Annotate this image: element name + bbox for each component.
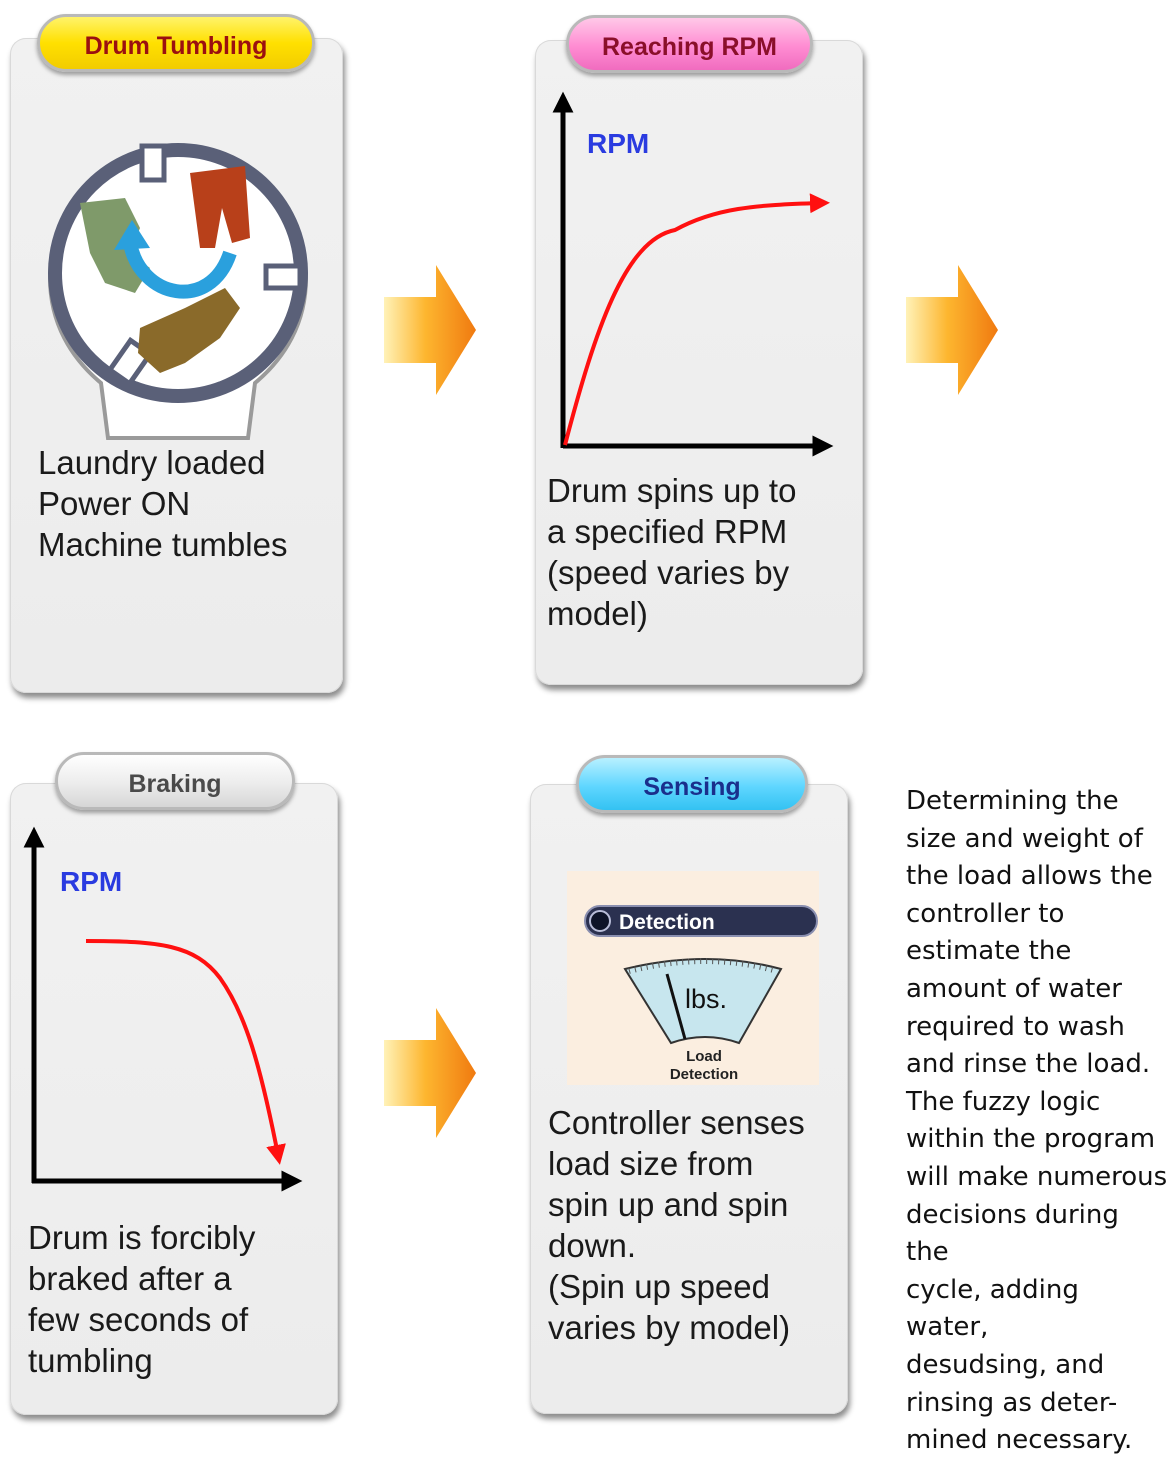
step-title-reaching-rpm: Reaching RPM: [566, 15, 813, 73]
rpm-braking-chart: [23, 826, 303, 1192]
detection-header: Detection: [619, 911, 715, 934]
rpm-axis-label: RPM: [587, 128, 650, 159]
rpm-rise-chart: [552, 91, 834, 457]
gauge-unit: lbs.: [685, 984, 727, 1014]
step-title-drum-tumbling: Drum Tumbling: [37, 14, 315, 72]
step-description: Drum spins up to a specified RPM (speed …: [547, 472, 797, 632]
flow-arrow-icon: [384, 265, 476, 395]
drum-icon: [47, 143, 309, 440]
side-note: Determining the size and weight of the l…: [906, 786, 1168, 1456]
detection-gauge-icon: Detection lbs. Load Detection: [567, 871, 819, 1085]
step-card-reaching-rpm: RPM Drum spins up to a specified RPM (sp…: [535, 40, 863, 685]
gauge-caption-detection: Detection: [670, 1066, 738, 1083]
step-description: Controller senses load size from spin up…: [548, 1104, 805, 1346]
rpm-rise-curve: [563, 193, 830, 446]
step-card-braking: RPM Drum is forcibly braked after a few …: [10, 783, 338, 1415]
step-card-sensing: Detection lbs. Load Detection Controller…: [530, 784, 848, 1414]
rpm-axis-label: RPM: [60, 866, 123, 897]
flow-arrow-icon: [906, 265, 998, 395]
step-title-braking: Braking: [55, 752, 295, 810]
step-card-drum-tumbling: Laundry loaded Power ON Machine tumbles: [10, 38, 343, 693]
step-description: Laundry loaded Power ON Machine tumbles: [38, 444, 288, 563]
rpm-braking-curve: [85, 939, 286, 1165]
gauge-caption-load: Load: [686, 1048, 722, 1065]
step-title-sensing: Sensing: [576, 755, 808, 813]
tumble-arrow-icon: [123, 241, 237, 299]
flow-arrow-icon: [384, 1008, 476, 1138]
step-description: Drum is forcibly braked after a few seco…: [28, 1219, 256, 1379]
